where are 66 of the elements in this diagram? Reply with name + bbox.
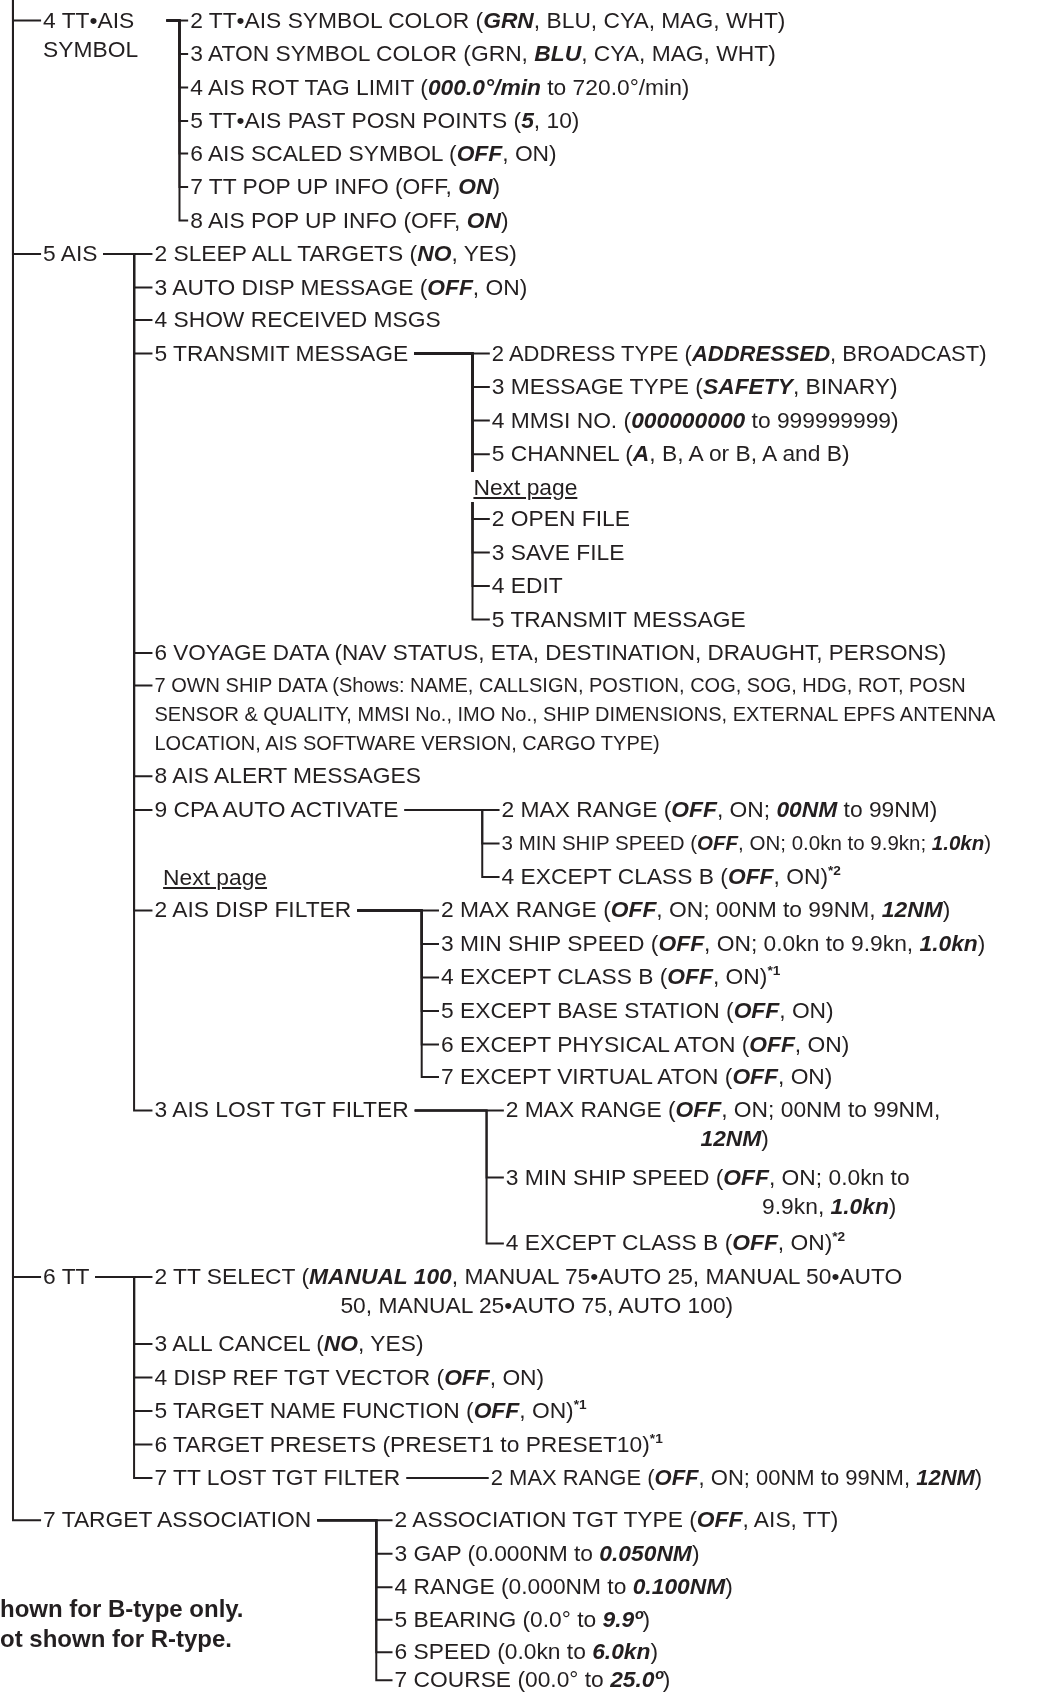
menu-item: 2 TT•AIS SYMBOL COLOR (GRN, BLU, CYA, MAG, WHT) (188, 5, 792, 35)
tree-line (356, 909, 440, 1078)
menu-item: 4 EDIT (489, 571, 569, 601)
menu-item: 2 MAX RANGE (OFF, ON; 00NM to 99NM, 12NM) (503, 1095, 980, 1154)
tree-line (403, 808, 501, 878)
menu-item: 2 MAX RANGE (OFF, ON; 00NM to 99NM, 12NM) (439, 895, 957, 925)
tree-line (102, 253, 154, 1112)
menu-item: 3 ATON SYMBOL COLOR (GRN, BLU, CYA, MAG, WHT) (188, 39, 782, 69)
menu-item: 7 COURSE (00.0° to 25.0º) (392, 1665, 677, 1695)
menu-item: 5 BEARING (0.0° to 9.9º) (392, 1604, 657, 1634)
menu-item: 4 TT•AIS SYMBOL (41, 5, 167, 64)
menu-item: 4 DISP REF TGT VECTOR (OFF, ON) (152, 1362, 551, 1392)
menu-item: 2 ADDRESS TYPE (ADDRESSED, BROADCAST) (489, 338, 993, 368)
menu-item: 3 MIN SHIP SPEED (OFF, ON; 0.0kn to 9.9kn, 1.0kn) (439, 928, 992, 958)
menu-item: 4 EXCEPT CLASS B (OFF, ON)$^{*2}$ (503, 1228, 852, 1258)
menu-item: 7 TT POP UP INFO (OFF, ON) (188, 172, 507, 202)
menu-item: 7 OWN SHIP DATA (Shows: NAME, CALLSIGN, POSTION, COG, SOG, HDG, ROT, POSN SENSOR & QUALITY, MMSI No., IMO No., SHIP DIMENSIONS, EXTERNAL EPFS ANTENNA LOCATION, AIS SOFTWARE VERSION, CARGO TYPE) (152, 670, 1048, 758)
tree-line (165, 19, 190, 222)
menu-item: 3 GAP (0.000NM to 0.050NM) (392, 1538, 706, 1568)
menu-item: 6 AIS SCALED SYMBOL (OFF, ON) (188, 138, 563, 168)
menu-item: 6 TT (41, 1262, 96, 1291)
section-heading: Next page (471, 471, 580, 502)
menu-item: 3 AUTO DISP MESSAGE (OFF, ON) (152, 272, 534, 302)
menu-item: 2 TT SELECT (MANUAL 100, MANUAL 75•AUTO 25, MANUAL 50•AUTO 50, MANUAL 25•AUTO 75, AUTO 100) (152, 1262, 931, 1320)
menu-item: 4 AIS ROT TAG LIMIT (000.0°/min to 720.0°/min) (188, 72, 696, 102)
menu-item: 2 MAX RANGE (OFF, ON; 00NM to 99NM) (499, 794, 944, 824)
menu-item: 3 MIN SHIP SPEED (OFF, ON; 0.0kn to 9.9kn; 1.0kn) (499, 828, 998, 858)
menu-item: 2 ASSOCIATION TGT TYPE (OFF, AIS, TT) (392, 1505, 845, 1535)
menu-item: 5 TRANSMIT MESSAGE (489, 604, 752, 634)
menu-item: 4 MMSI NO. (000000000 to 999999999) (489, 405, 905, 435)
footnote: hown for B-type only. (0, 1593, 244, 1624)
menu-item: 5 EXCEPT BASE STATION (OFF, ON) (439, 996, 840, 1025)
menu-item: 3 ALL CANCEL (NO, YES) (152, 1329, 430, 1358)
menu-item: 6 VOYAGE DATA (NAV STATUS, ETA, DESTINATION, DRAUGHT, PERSONS) (152, 638, 953, 668)
menu-item: 7 TARGET ASSOCIATION (41, 1505, 318, 1535)
menu-item: 4 EXCEPT CLASS B (OFF, ON)$^{*1}$ (439, 962, 787, 992)
menu-item: 5 TRANSMIT MESSAGE (152, 338, 415, 368)
menu-item: 8 AIS ALERT MESSAGES (152, 761, 427, 791)
menu-item: 3 SAVE FILE (489, 537, 631, 567)
menu-item: 2 AIS DISP FILTER (152, 895, 358, 925)
menu-item: 4 SHOW RECEIVED MSGS (152, 305, 447, 335)
tree-line (405, 1477, 490, 1480)
menu-item: 2 MAX RANGE (OFF, ON; 00NM to 99NM, 12NM) (488, 1463, 989, 1493)
menu-item: 5 TT•AIS PAST POSN POINTS (5, 10) (188, 106, 586, 136)
menu-item: 6 EXCEPT PHYSICAL ATON (OFF, ON) (439, 1029, 856, 1059)
tree-line (12, 0, 43, 1522)
menu-item: 2 SLEEP ALL TARGETS (NO, YES) (152, 239, 523, 269)
menu-item: 5 CHANNEL (A, B, A or B, A and B) (489, 439, 856, 469)
menu-item: 8 AIS POP UP INFO (OFF, ON) (188, 205, 515, 235)
menu-item: 3 MIN SHIP SPEED (OFF, ON; 0.0kn to 9.9kn, 1.0kn) (503, 1162, 964, 1221)
menu-item: 5 TARGET NAME FUNCTION (OFF, ON)$^{*1}$ (152, 1396, 593, 1426)
tree-line (316, 1519, 394, 1682)
menu-item: 3 MESSAGE TYPE (SAFETY, BINARY) (489, 372, 904, 402)
menu-item: 2 OPEN FILE (489, 504, 636, 533)
menu-item: 9 CPA AUTO ACTIVATE (152, 794, 405, 824)
menu-item: 3 AIS LOST TGT FILTER (152, 1095, 415, 1125)
menu-item: 6 SPEED (0.0kn to 6.0kn) (392, 1637, 665, 1667)
menu-item: 7 EXCEPT VIRTUAL ATON (OFF, ON) (439, 1061, 839, 1091)
tree-line (413, 1109, 505, 1245)
footnote: ot shown for R-type. (0, 1624, 232, 1655)
menu-item: 7 TT LOST TGT FILTER (152, 1463, 407, 1493)
menu-item: 5 AIS (41, 239, 104, 269)
menu-item: 4 EXCEPT CLASS B (OFF, ON)$^{*2}$ (499, 861, 847, 891)
menu-item: 4 RANGE (0.000NM to 0.100NM) (392, 1572, 739, 1602)
menu-item: 6 TARGET PRESETS (PRESET1 to PRESET10)$^{*1}$ (152, 1429, 669, 1459)
tree-line (94, 1276, 154, 1480)
